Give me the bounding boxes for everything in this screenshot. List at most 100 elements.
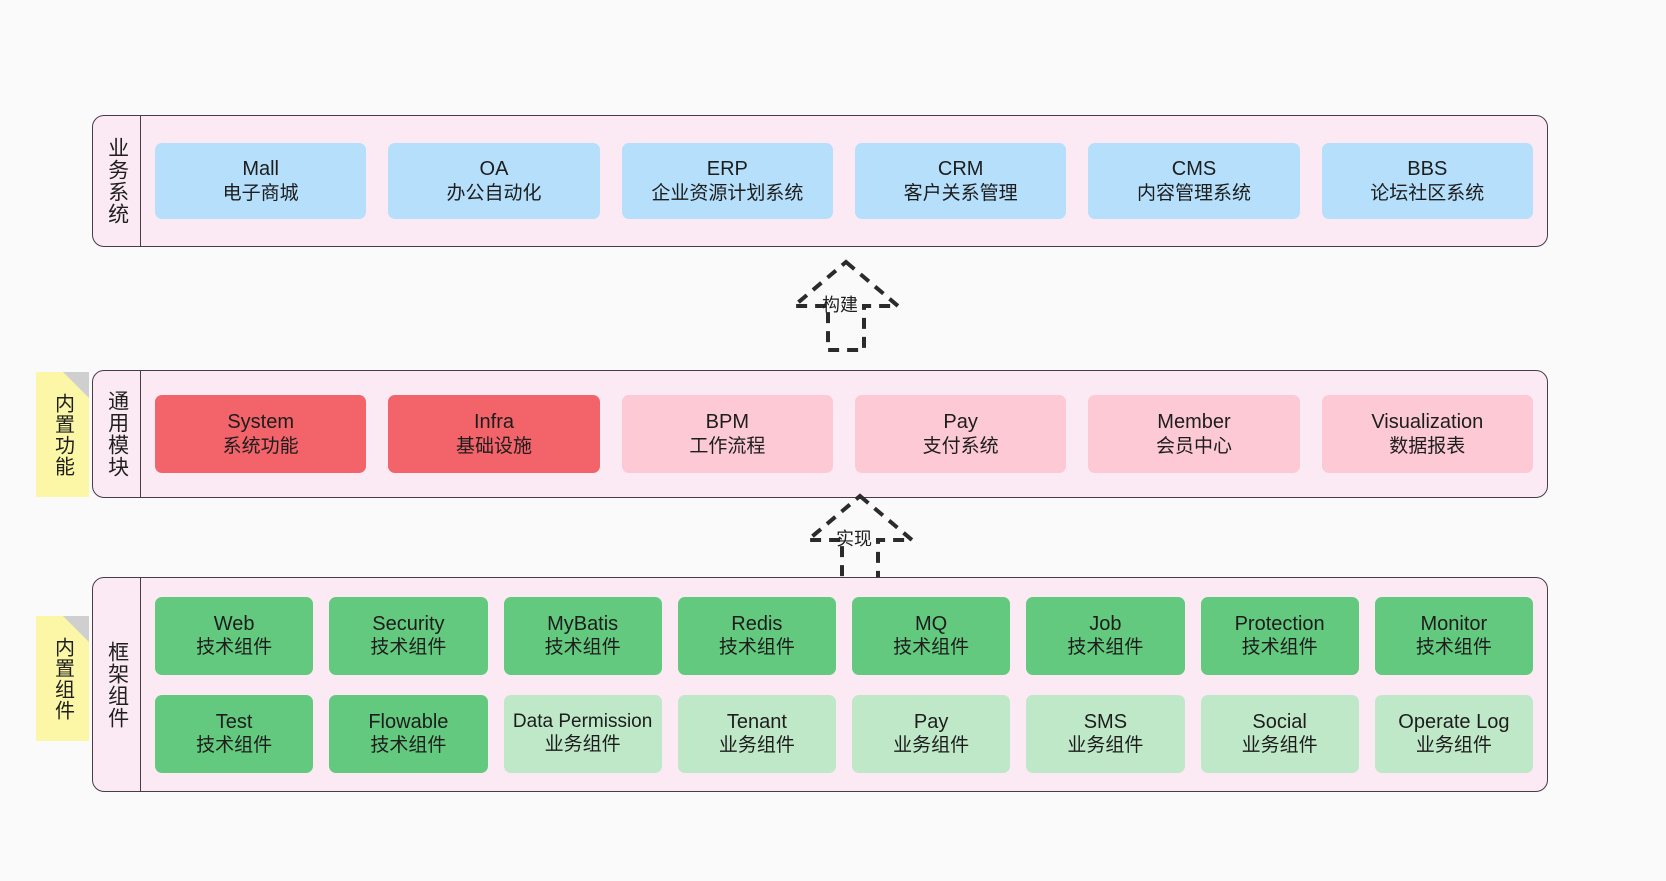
card-visualization-en: Visualization	[1371, 411, 1484, 434]
connector-build	[786, 258, 906, 354]
card-flowable-cn: 技术组件	[370, 735, 447, 757]
card-job-cn: 技术组件	[1067, 637, 1144, 659]
card-security-en: Security	[372, 612, 445, 635]
connector-build-label: 构建	[822, 295, 858, 315]
card-redis-cn: 技术组件	[718, 637, 795, 659]
card-bbs[interactable]: BBS 论坛社区系统	[1321, 143, 1533, 219]
card-tenant-cn: 业务组件	[718, 735, 795, 757]
card-data-permission[interactable]: Data Permission 业务组件	[503, 694, 662, 773]
card-member[interactable]: Member 会员中心	[1088, 395, 1300, 473]
card-sms-en: SMS	[1083, 710, 1128, 733]
card-infra-en: Infra	[473, 411, 514, 434]
card-mq-cn: 技术组件	[893, 637, 970, 659]
card-data-permission-cn: 业务组件	[544, 733, 621, 755]
card-web[interactable]: Web 技术组件	[155, 596, 314, 675]
card-system-cn: 系统功能	[222, 435, 299, 457]
card-crm-cn: 客户关系管理	[903, 182, 1018, 204]
card-erp[interactable]: ERP 企业资源计划系统	[621, 143, 833, 219]
card-test[interactable]: Test 技术组件	[155, 694, 314, 773]
connector-build-icon	[788, 259, 904, 352]
card-cms[interactable]: CMS 内容管理系统	[1088, 143, 1300, 219]
card-bpm[interactable]: BPM 工作流程	[621, 395, 833, 473]
card-protection[interactable]: Protection 技术组件	[1200, 596, 1359, 675]
card-protection-en: Protection	[1234, 612, 1325, 635]
card-operate-log[interactable]: Operate Log 业务组件	[1374, 694, 1533, 773]
card-oa-cn: 办公自动化	[446, 182, 542, 204]
card-member-cn: 会员中心	[1155, 435, 1232, 457]
card-pay-component[interactable]: Pay 业务组件	[852, 694, 1011, 773]
card-sms[interactable]: SMS 业务组件	[1026, 694, 1185, 773]
note-builtin-function: 内置功能	[36, 372, 89, 497]
card-mybatis[interactable]: MyBatis 技术组件	[503, 596, 662, 675]
card-oa-en: OA	[479, 158, 509, 181]
card-monitor-en: Monitor	[1420, 612, 1488, 635]
layer-framework-component: 框架组件 Web 技术组件 Security 技术组件 MyBatis 技术组件…	[92, 577, 1548, 792]
card-redis[interactable]: Redis 技术组件	[677, 596, 836, 675]
card-operate-log-en: Operate Log	[1398, 710, 1510, 733]
layer-business-title: 业务系统	[93, 116, 141, 246]
card-web-cn: 技术组件	[196, 637, 273, 659]
connector-implement-icon	[802, 493, 918, 586]
business-card-row: Mall 电子商城 OA 办公自动化 ERP 企业资源计划系统 CRM 客户关系…	[155, 143, 1533, 219]
card-bbs-cn: 论坛社区系统	[1370, 182, 1485, 204]
card-sms-cn: 业务组件	[1067, 735, 1144, 757]
layer-framework-title: 框架组件	[93, 578, 141, 791]
card-social-cn: 业务组件	[1241, 735, 1318, 757]
card-job[interactable]: Job 技术组件	[1026, 596, 1185, 675]
card-erp-en: ERP	[706, 158, 748, 181]
card-erp-cn: 企业资源计划系统	[651, 182, 804, 204]
card-test-en: Test	[215, 710, 253, 733]
card-monitor[interactable]: Monitor 技术组件	[1374, 596, 1533, 675]
card-pay-module[interactable]: Pay 支付系统	[854, 395, 1067, 473]
card-oa[interactable]: OA 办公自动化	[388, 143, 600, 219]
card-bbs-en: BBS	[1407, 158, 1448, 181]
layer-module-body: System 系统功能 Infra 基础设施 BPM 工作流程 Pay 支付系统…	[141, 371, 1547, 497]
card-data-permission-en: Data Permission	[512, 711, 653, 733]
card-mq[interactable]: MQ 技术组件	[852, 596, 1011, 675]
card-tenant[interactable]: Tenant 业务组件	[677, 694, 836, 773]
card-security[interactable]: Security 技术组件	[329, 596, 488, 675]
card-mybatis-cn: 技术组件	[544, 637, 621, 659]
note-builtin-function-label: 内置功能	[51, 392, 74, 477]
card-visualization[interactable]: Visualization 数据报表	[1321, 395, 1533, 473]
card-infra-cn: 基础设施	[455, 435, 532, 457]
card-bpm-cn: 工作流程	[689, 435, 766, 457]
layer-business-system: 业务系统 Mall 电子商城 OA 办公自动化 ERP 企业资源计划系统 CRM…	[92, 115, 1548, 247]
framework-biz-row: Test 技术组件 Flowable 技术组件 Data Permission …	[155, 694, 1533, 773]
card-pay-module-cn: 支付系统	[922, 435, 999, 457]
card-infra[interactable]: Infra 基础设施	[388, 395, 600, 473]
card-crm[interactable]: CRM 客户关系管理	[854, 143, 1067, 219]
card-pay-module-en: Pay	[943, 411, 978, 434]
note-fold-corner-icon	[63, 616, 89, 642]
layer-business-body: Mall 电子商城 OA 办公自动化 ERP 企业资源计划系统 CRM 客户关系…	[141, 116, 1547, 246]
card-member-en: Member	[1157, 411, 1231, 434]
card-redis-en: Redis	[731, 612, 783, 635]
card-social[interactable]: Social 业务组件	[1200, 694, 1359, 773]
module-card-row: System 系统功能 Infra 基础设施 BPM 工作流程 Pay 支付系统…	[155, 395, 1533, 473]
card-job-en: Job	[1089, 612, 1122, 635]
card-mybatis-en: MyBatis	[547, 612, 619, 635]
card-pay-component-en: Pay	[913, 710, 949, 733]
note-builtin-component-label: 内置组件	[51, 636, 74, 721]
card-mall-cn: 电子商城	[222, 182, 299, 204]
card-monitor-cn: 技术组件	[1415, 637, 1492, 659]
note-fold-corner-icon	[63, 372, 89, 398]
card-system-en: System	[227, 411, 294, 434]
layer-common-module: 通用模块 System 系统功能 Infra 基础设施 BPM 工作流程 Pay…	[92, 370, 1548, 498]
card-mq-en: MQ	[915, 612, 948, 635]
card-tenant-en: Tenant	[726, 710, 787, 733]
card-social-en: Social	[1252, 710, 1307, 733]
card-flowable[interactable]: Flowable 技术组件	[329, 694, 488, 773]
card-pay-component-cn: 业务组件	[893, 735, 970, 757]
layer-framework-body: Web 技术组件 Security 技术组件 MyBatis 技术组件 Redi…	[141, 578, 1547, 791]
card-protection-cn: 技术组件	[1241, 637, 1318, 659]
card-cms-cn: 内容管理系统	[1136, 182, 1251, 204]
card-mall[interactable]: Mall 电子商城	[155, 143, 367, 219]
card-security-cn: 技术组件	[370, 637, 447, 659]
card-flowable-en: Flowable	[368, 710, 449, 733]
card-cms-en: CMS	[1171, 158, 1217, 181]
card-visualization-cn: 数据报表	[1389, 435, 1466, 457]
card-system[interactable]: System 系统功能	[155, 395, 367, 473]
card-crm-en: CRM	[937, 158, 984, 181]
